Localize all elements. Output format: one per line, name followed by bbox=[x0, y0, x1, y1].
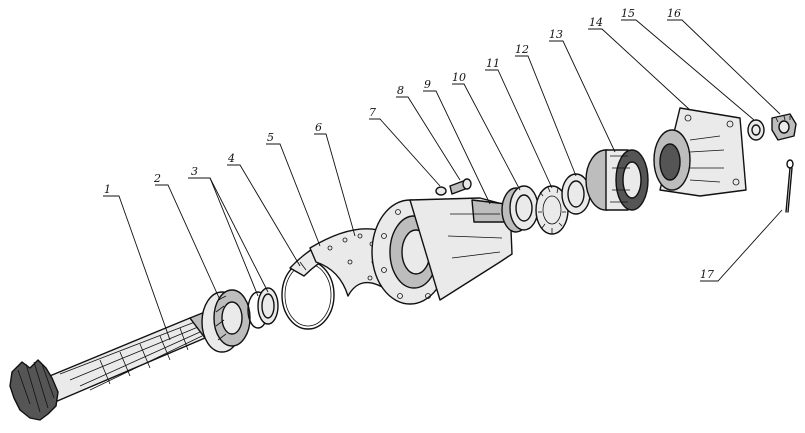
part-9-housing bbox=[371, 197, 513, 305]
callout-16: 16 bbox=[667, 7, 681, 20]
callout-labels: 1 2 3 4 5 6 7 8 9 10 11 12 13 14 15 16 1… bbox=[104, 7, 714, 281]
callout-2: 2 bbox=[153, 172, 161, 185]
part-13-gear-ring bbox=[585, 149, 649, 211]
part-16-castle-nut bbox=[771, 113, 797, 141]
callout-10: 10 bbox=[452, 71, 466, 84]
part-7-washer bbox=[435, 186, 447, 196]
callout-4: 4 bbox=[227, 152, 235, 165]
callout-17: 17 bbox=[700, 268, 714, 281]
callout-13: 13 bbox=[549, 28, 563, 41]
callout-3: 3 bbox=[191, 165, 198, 178]
callout-12: 12 bbox=[515, 43, 529, 56]
callout-7: 7 bbox=[369, 106, 376, 119]
part-2-bearing bbox=[201, 289, 251, 353]
part-3-spacer-rings bbox=[247, 287, 279, 329]
part-14-flange-housing bbox=[653, 107, 747, 197]
callout-11: 11 bbox=[486, 57, 500, 70]
callout-6: 6 bbox=[315, 121, 322, 134]
leader-lines bbox=[103, 19, 783, 341]
callout-9: 9 bbox=[424, 78, 431, 91]
part-1-pinion-shaft bbox=[9, 307, 227, 421]
callout-5: 5 bbox=[267, 131, 274, 144]
part-15-washer bbox=[747, 119, 765, 141]
part-17-cotter-pin bbox=[785, 159, 794, 213]
callout-14: 14 bbox=[589, 16, 603, 29]
part-10-bearing bbox=[501, 185, 539, 233]
callout-15: 15 bbox=[621, 7, 635, 20]
callout-8: 8 bbox=[397, 84, 404, 97]
callout-1: 1 bbox=[104, 183, 111, 196]
part-8-bolt bbox=[449, 178, 472, 195]
